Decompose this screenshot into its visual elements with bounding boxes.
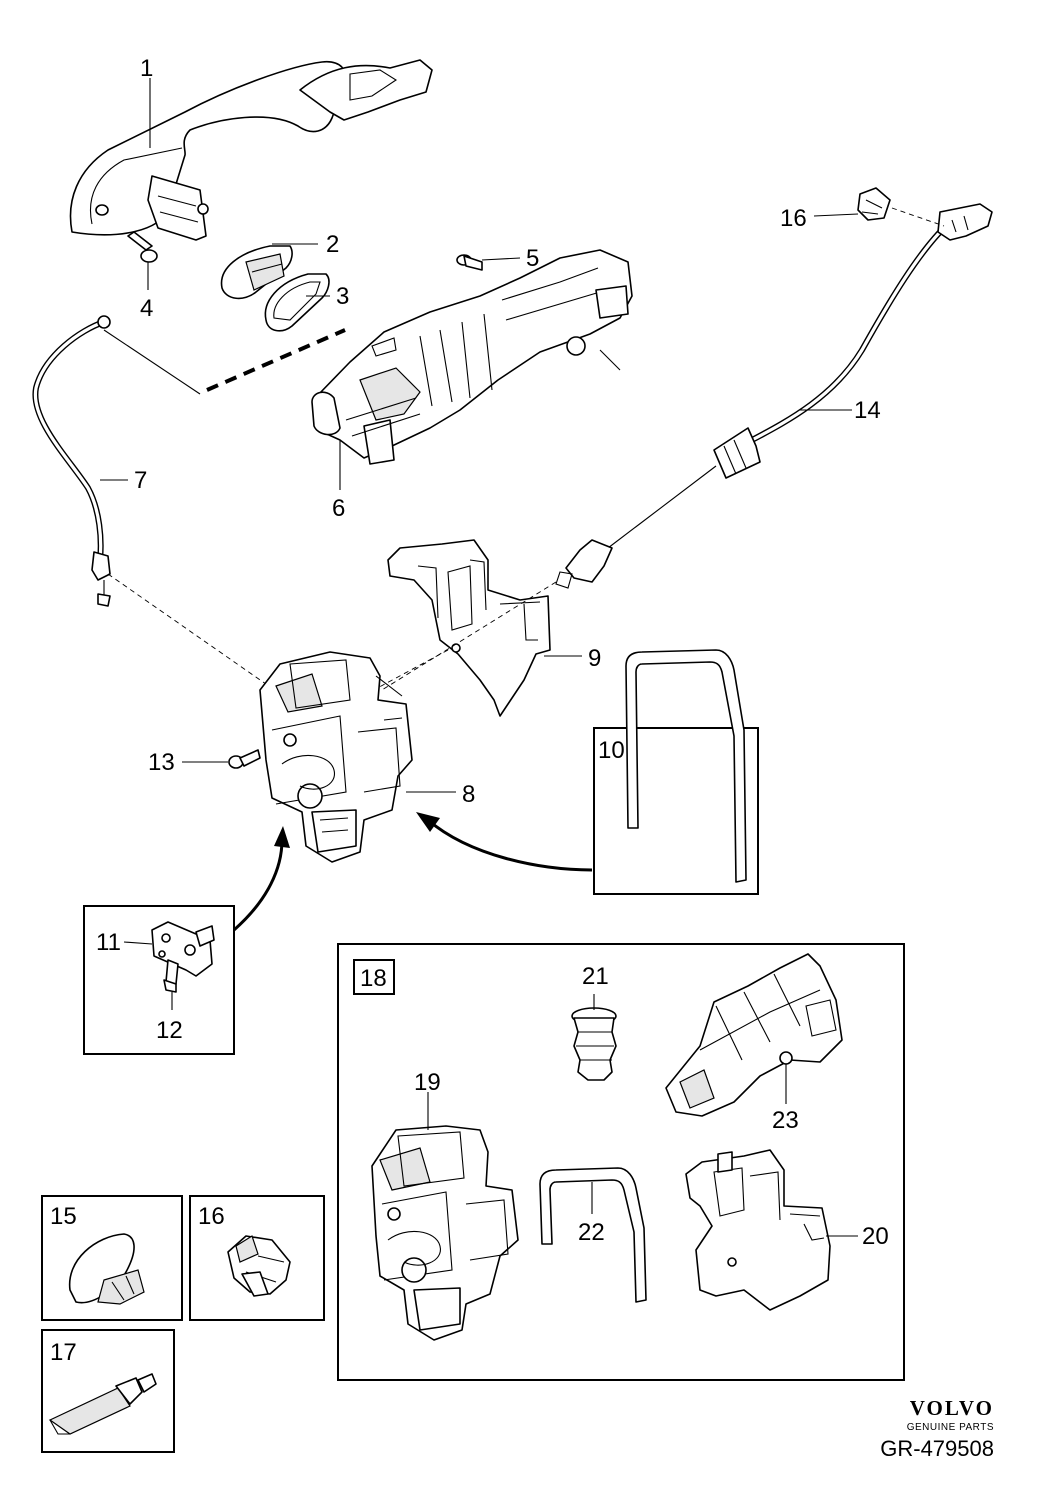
box-part-10: [593, 727, 759, 895]
part-14-cable[interactable]: [555, 203, 993, 589]
part-20-bracket[interactable]: [685, 1149, 831, 1311]
arrow-head-11: [274, 826, 290, 848]
callout-10: 10: [598, 737, 625, 764]
part-19-door-lock[interactable]: [371, 1125, 519, 1341]
callout-13: 13: [148, 749, 175, 776]
part-4-screw[interactable]: [127, 231, 158, 263]
part-8-door-lock[interactable]: [259, 651, 413, 863]
callout-labels: 1 2 3 4 5 6 7 8 9 10 11 12 13 14 15 16 1…: [50, 55, 889, 1366]
part-17-grease-tube[interactable]: [48, 1373, 157, 1435]
part-6-handle-bracket[interactable]: [311, 249, 633, 465]
cable-route-dashed-line: [206, 328, 346, 392]
arrow-head-10: [416, 812, 440, 832]
volvo-brand-block: VOLVO GENUINE PARTS: [907, 1396, 994, 1434]
callout-8: 8: [462, 781, 475, 808]
callout-7: 7: [134, 467, 147, 494]
callout-14: 14: [854, 397, 881, 424]
part-11-plate[interactable]: [151, 921, 215, 977]
callout-21: 21: [582, 963, 609, 990]
callout-3: 3: [336, 283, 349, 310]
arrow-from-box-10: [427, 818, 593, 872]
callout-18: 18: [360, 965, 387, 992]
part-2-gasket[interactable]: [220, 245, 293, 300]
part-16-clip-top[interactable]: [857, 187, 891, 221]
callout-23: 23: [772, 1107, 799, 1134]
callout-11: 11: [96, 929, 121, 956]
callout-16-top: 16: [780, 205, 807, 232]
part-10-rod[interactable]: [625, 649, 747, 883]
part-9-shield-bracket[interactable]: [387, 539, 551, 717]
part-22-rod[interactable]: [539, 1167, 647, 1303]
figure-reference-id: GR-479508: [880, 1436, 994, 1461]
callout-1: 1: [140, 55, 153, 82]
part-12-pin[interactable]: [163, 959, 179, 993]
part-5-screw[interactable]: [456, 254, 483, 271]
callout-2: 2: [326, 231, 339, 258]
callout-15: 15: [50, 1203, 77, 1230]
part-21-grommet[interactable]: [571, 1007, 617, 1081]
brand-tagline: GENUINE PARTS: [906, 1422, 994, 1433]
callout-9: 9: [588, 645, 601, 672]
part-15-cap[interactable]: [68, 1233, 145, 1305]
callout-19: 19: [414, 1069, 441, 1096]
volvo-logo: VOLVO: [909, 1396, 994, 1420]
callout-4: 4: [140, 295, 153, 322]
part-13-screw[interactable]: [228, 749, 261, 769]
box-part-17: [41, 1329, 175, 1453]
callout-16-box: 16: [198, 1203, 225, 1230]
callout-22: 22: [578, 1219, 605, 1246]
callout-20: 20: [862, 1223, 889, 1250]
callout-6: 6: [332, 495, 345, 522]
part-3-gasket[interactable]: [264, 273, 330, 332]
part-7-cable[interactable]: [32, 315, 111, 607]
callout-17: 17: [50, 1339, 77, 1366]
callout-5: 5: [526, 245, 539, 272]
leader-lines: [100, 78, 859, 1237]
part-23-bracket[interactable]: [665, 953, 843, 1117]
callout-12: 12: [156, 1017, 183, 1044]
part-1-door-handle[interactable]: [69, 59, 433, 241]
arrow-from-box-11: [233, 839, 284, 932]
part-16-clip[interactable]: [227, 1235, 291, 1297]
kit-18-label-box: [353, 959, 395, 995]
